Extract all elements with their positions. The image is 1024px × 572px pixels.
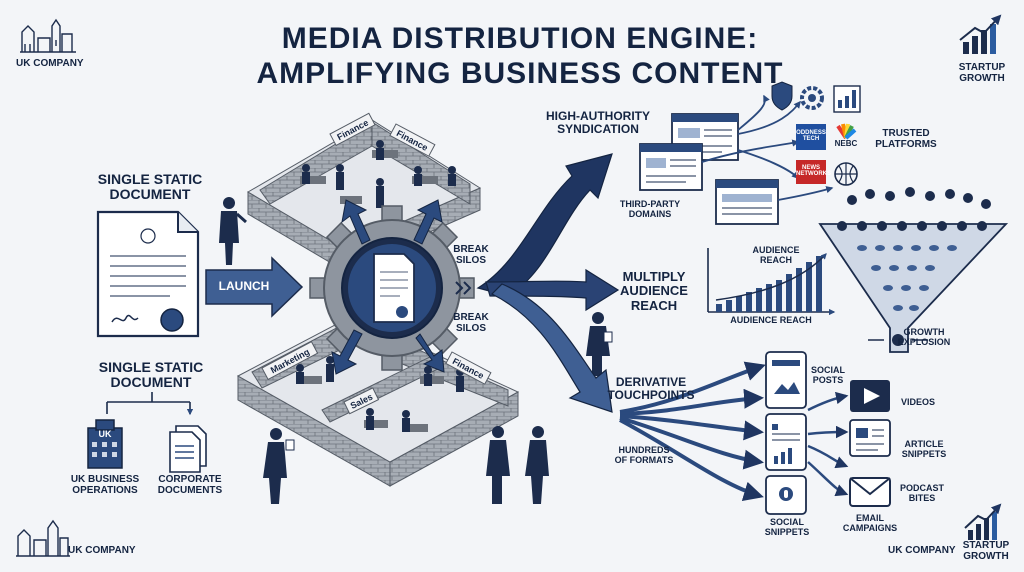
label-email-campaigns: EMAIL CAMPAIGNS: [842, 513, 898, 533]
page-title: MEDIA DISTRIBUTION ENGINE: AMPLIFYING BU…: [250, 22, 790, 91]
label-social-snippets: SOCIAL SNIPPETS: [764, 517, 810, 537]
parliament-icon-top-left: [20, 18, 76, 53]
label-multiply-audience-reach: MULTIPLY AUDIENCE REACH: [620, 269, 688, 313]
email-icon: [849, 477, 891, 507]
corner-label-bottom-right: UK COMPANY: [888, 545, 956, 556]
label-high-authority-syndication: HIGH-AUTHORITY SYNDICATION: [546, 109, 650, 137]
phone-social-posts: [765, 351, 807, 409]
growth-chart-icon-top-right: [959, 14, 1002, 54]
gear-settings-icon: [800, 86, 824, 110]
video-icon: [850, 380, 890, 412]
businesspeople-group-center: [263, 312, 613, 504]
third-party-windows: [639, 94, 834, 225]
label-break-silos-top: BREAK SILOS: [453, 244, 489, 266]
parliament-icon-bottom-left: [16, 519, 70, 557]
bar-chart-icon: [833, 85, 861, 113]
news-logo-text: NEWS NETWORKS: [796, 165, 831, 177]
shield-icon: [771, 81, 793, 111]
tech-logo-text: ODDNESS TECH: [796, 130, 826, 142]
launch-arrow: [205, 256, 304, 318]
label-derivative-touchpoints: DERIVATIVE TOUCHPOINTS: [607, 375, 695, 403]
uk-badge-text: UK: [98, 429, 112, 439]
nebc-logo-text: NEBC: [834, 139, 858, 148]
label-hundreds-of-formats: HUNDREDS OF FORMATS: [614, 445, 674, 465]
title-line-1: MEDIA DISTRIBUTION ENGINE:: [281, 22, 759, 55]
label-social-posts: SOCIAL POSTS: [810, 365, 845, 385]
wall-signs: Finance Finance Marketing Finance Sales: [261, 112, 492, 415]
tree-connector: [106, 392, 190, 414]
globe-icon: [834, 162, 858, 186]
derivative-fan-arrows: [619, 361, 766, 501]
corporate-documents-icon: [169, 425, 207, 473]
businessman-figure-left: [219, 197, 247, 265]
audience-reach-chart: [707, 248, 834, 312]
label-article-snippets: ARTICLE SNIPPETS: [901, 439, 947, 459]
title-line-2: AMPLIFYING BUSINESS CONTENT: [256, 56, 784, 90]
label-audience-reach-bottom: AUDIENCE REACH: [730, 315, 812, 325]
distribution-arrows: [476, 153, 620, 413]
label-uk-business-operations: UK BUSINESS OPERATIONS: [70, 474, 140, 496]
label-growth-explosion: GROWTH EXPLOSION: [897, 327, 951, 347]
corner-label-bottom-right-growth: STARTUP GROWTH: [962, 540, 1010, 562]
label-launch: LAUNCH: [218, 279, 270, 293]
phone-article-chart: [765, 413, 807, 471]
phone-social-snippets: [765, 475, 807, 515]
news-logo-icon: [796, 160, 826, 184]
static-document-icon: [96, 210, 200, 338]
label-audience-reach-top: AUDIENCE REACH: [752, 245, 800, 265]
label-trusted-platforms: TRUSTED PLATFORMS: [875, 128, 937, 150]
label-corporate-documents: CORPORATE DOCUMENTS: [157, 474, 223, 496]
secondary-fan-arrows: [807, 391, 849, 497]
nebc-peacock-icon: [836, 123, 857, 140]
break-silos-chevrons: [455, 281, 472, 295]
radiating-arrows: [331, 199, 445, 375]
label-single-static-document-top: SINGLE STATIC DOCUMENT: [97, 171, 203, 203]
engine-gear-icon: [309, 205, 475, 371]
growth-funnel: [818, 187, 1009, 353]
article-icon: [849, 419, 891, 457]
corner-label-top-left: UK COMPANY: [16, 58, 84, 69]
corner-label-top-right: STARTUP GROWTH: [958, 62, 1006, 84]
label-single-static-document-mid: SINGLE STATIC DOCUMENT: [98, 359, 204, 391]
label-third-party-domains: THIRD-PARTY DOMAINS: [619, 199, 681, 219]
label-podcast-bites: PODCAST BITES: [899, 483, 944, 503]
label-break-silos-bottom: BREAK SILOS: [453, 312, 489, 334]
tech-logo-icon: [796, 124, 826, 150]
corner-label-bottom-left: UK COMPANY: [68, 545, 136, 556]
label-videos: VIDEOS: [900, 397, 935, 407]
growth-chart-icon-bottom-right: [964, 503, 1002, 540]
uk-building-icon: [87, 419, 123, 469]
